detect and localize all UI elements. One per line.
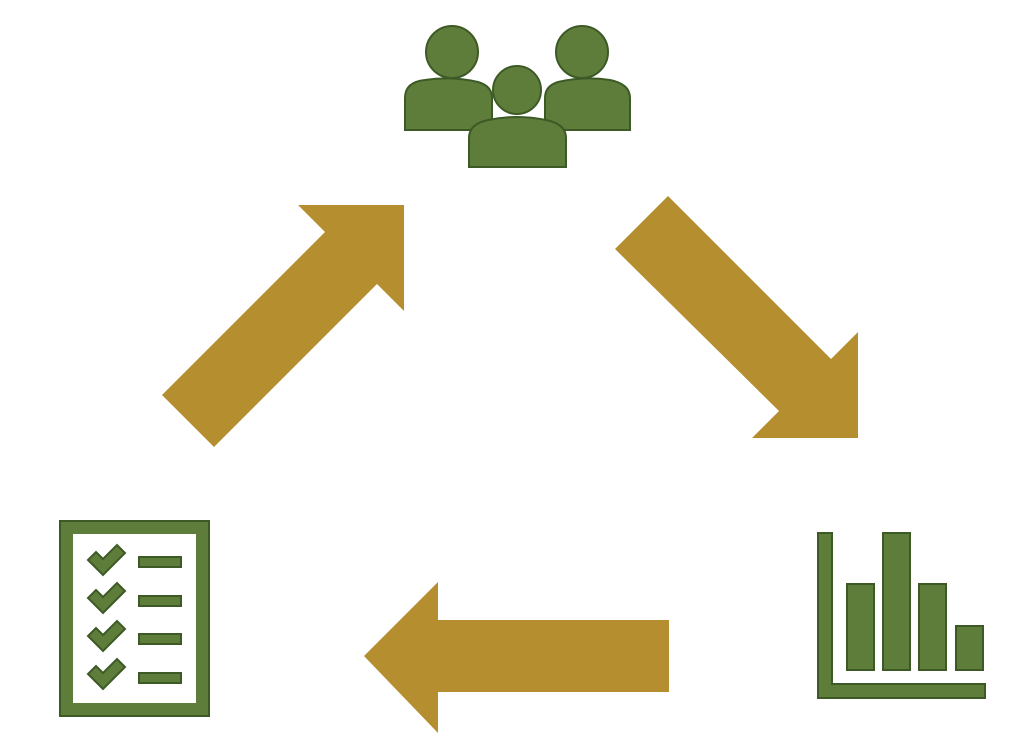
chart-bar-1 bbox=[846, 583, 875, 671]
checklist-line bbox=[138, 672, 182, 684]
checkmark-icon bbox=[86, 657, 127, 691]
chart-bar-3 bbox=[918, 583, 947, 671]
chart-bar-4 bbox=[955, 625, 984, 671]
chart-bar-2 bbox=[882, 532, 911, 671]
checklist-line bbox=[138, 595, 182, 607]
chart-axes bbox=[817, 532, 986, 699]
person-right-body bbox=[544, 77, 631, 131]
person-left-head bbox=[425, 25, 479, 79]
checklist-items bbox=[86, 543, 182, 691]
checklist-line bbox=[138, 633, 182, 645]
people-group-icon bbox=[404, 25, 631, 168]
arrow-down-right-icon bbox=[615, 196, 858, 438]
checklist-line bbox=[138, 556, 182, 568]
person-center-head bbox=[492, 65, 542, 115]
checkmark-icon bbox=[86, 543, 127, 577]
person-right-head bbox=[555, 25, 609, 79]
person-left-body bbox=[404, 77, 493, 131]
checkmark-icon bbox=[86, 581, 127, 615]
checklist-icon bbox=[59, 520, 210, 717]
bar-chart-icon bbox=[817, 532, 986, 699]
arrow-up-right-icon bbox=[162, 205, 404, 447]
checkmark-icon bbox=[86, 619, 127, 653]
arrow-left-icon bbox=[364, 582, 669, 733]
person-center-body bbox=[468, 116, 567, 168]
